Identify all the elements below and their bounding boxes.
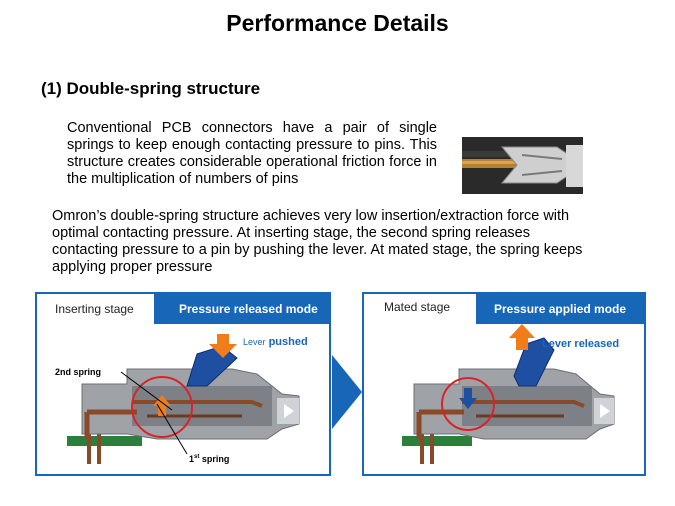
pressure-released-mode-label: Pressure released mode [179,302,318,316]
lever-pushed-label: Lever pushed [243,336,308,348]
mated-connector-illustration [402,324,615,464]
first-spring-number: 1 [189,454,195,464]
lever-released-label: Lever released [542,338,620,350]
inserting-connector-illustration [67,334,300,464]
lever-word: Lever [243,337,266,347]
mated-stage-panel: Mated stage Pressure applied mode Lever … [362,292,646,476]
conventional-connector-photo [462,137,583,194]
first-spring-label: 1st spring [189,454,229,464]
pressure-applied-mode-label: Pressure applied mode [494,302,627,316]
lever-action: pushed [268,336,308,348]
page-title: Performance Details [226,10,449,36]
omron-description: Omron’s double-spring structure achieves… [52,208,583,275]
mated-panel-header: Mated stage Pressure applied mode [364,294,644,324]
first-spring-ordinal: st [194,454,200,460]
inserting-stage-label: Inserting stage [37,294,155,324]
inserting-stage-panel: Inserting stage Pressure released mode 2… [35,292,331,476]
mated-stage-label: Mated stage [364,294,477,324]
stage-transition-arrow-icon [332,355,362,429]
conventional-description: Conventional PCB connectors have a pair … [67,120,437,187]
inserting-panel-header: Inserting stage Pressure released mode [37,294,329,324]
section-heading: (1) Double-spring structure [41,79,261,98]
first-spring-word: spring [201,454,230,464]
second-spring-label: 2nd spring [55,367,102,377]
